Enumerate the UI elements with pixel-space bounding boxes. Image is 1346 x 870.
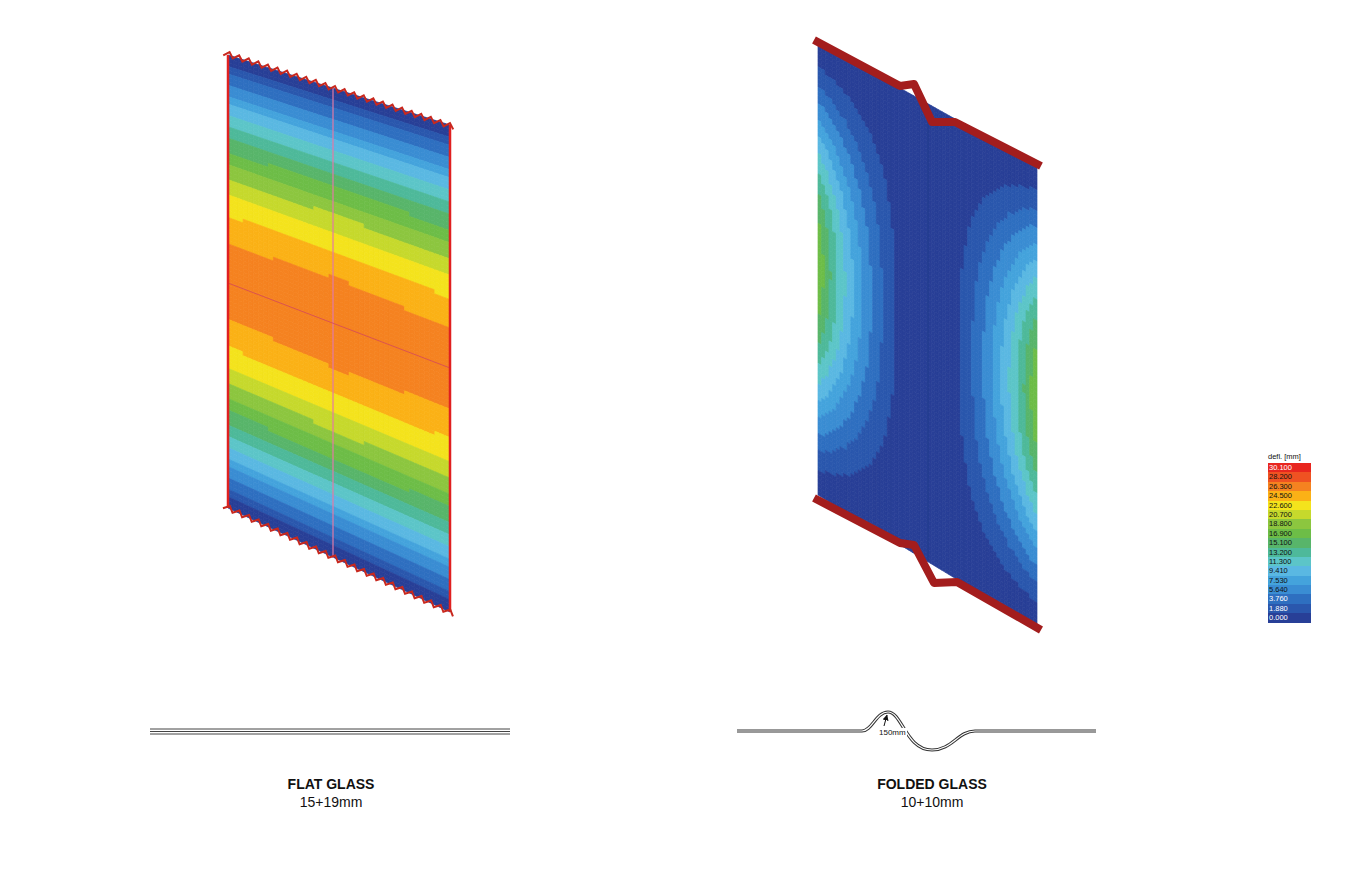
- flat-glass-contour: [223, 52, 453, 616]
